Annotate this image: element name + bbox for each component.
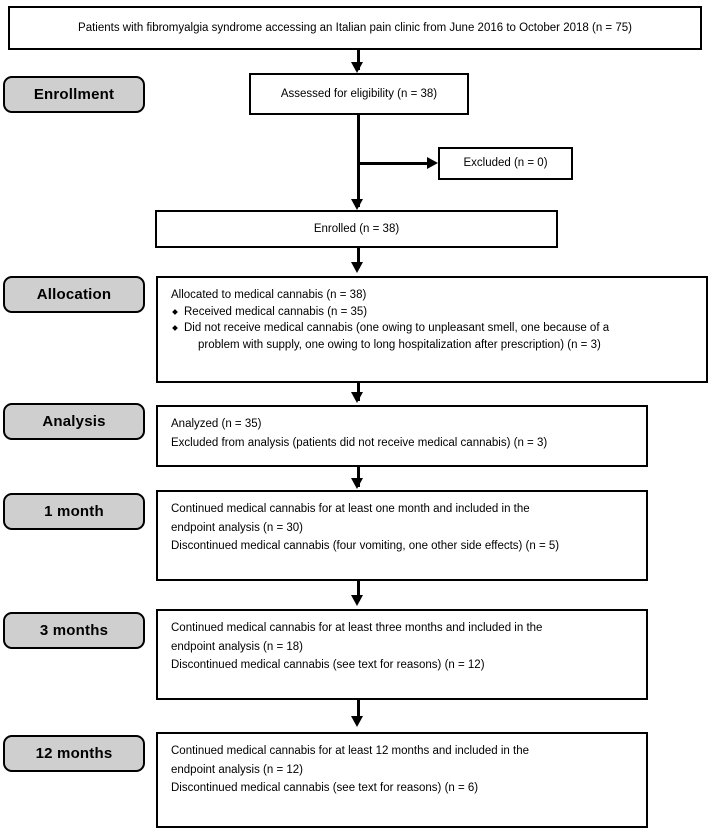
arrowhead-source-to-assessed: [351, 62, 363, 73]
node-twelve-months: Continued medical cannabis for at least …: [156, 732, 648, 828]
connector-trunk-to-excluded: [357, 162, 429, 165]
node-twelve-months-line1-continuation: endpoint analysis (n = 12): [171, 763, 304, 776]
arrowhead-enrolled-to-allocation: [351, 262, 363, 273]
arrowhead-analysis-to-one-month: [351, 478, 363, 489]
node-allocation: Allocated to medical cannabis (n = 38) R…: [156, 276, 708, 383]
node-source-population: Patients with fibromyalgia syndrome acce…: [8, 6, 702, 50]
stage-label-one-month: 1 month: [3, 493, 145, 530]
stage-label-enrollment: Enrollment: [3, 76, 145, 113]
node-allocation-line1: Allocated to medical cannabis (n = 38): [171, 289, 367, 301]
stage-label-allocation: Allocation: [3, 276, 145, 313]
connector-enrolled-to-allocation: [357, 248, 360, 268]
connector-one-month-to-three-months: [357, 581, 360, 601]
diamond-bullet-icon: [172, 325, 178, 332]
connector-assessed-to-enrolled: [357, 115, 360, 207]
stage-label-twelve-months-text: 12 months: [35, 745, 113, 762]
arrowhead-three-months-to-twelve-months: [351, 716, 363, 727]
stage-label-allocation-text: Allocation: [36, 286, 112, 303]
connector-three-months-to-twelve-months: [357, 700, 360, 720]
node-analysis-line2: Excluded from analysis (patients did not…: [171, 436, 548, 449]
node-enrolled-text: Enrolled (n = 38): [313, 222, 400, 235]
node-one-month-line1-continuation: endpoint analysis (n = 30): [171, 521, 304, 534]
stage-label-twelve-months: 12 months: [3, 735, 145, 772]
stage-label-analysis-text: Analysis: [42, 413, 106, 430]
node-three-months-line1-continuation: endpoint analysis (n = 18): [171, 640, 304, 653]
diamond-bullet-icon: [172, 308, 178, 315]
node-allocation-bullet2: Did not receive medical cannabis (one ow…: [171, 320, 695, 337]
node-one-month-line2: Discontinued medical cannabis (four vomi…: [171, 540, 560, 553]
node-three-months: Continued medical cannabis for at least …: [156, 609, 648, 700]
connector-source-to-assessed: [357, 50, 360, 70]
node-source-population-text: Patients with fibromyalgia syndrome acce…: [78, 21, 632, 34]
node-allocation-bullet2-continuation: problem with supply, one owing to long h…: [198, 339, 601, 352]
node-allocation-bullet1-text: Received medical cannabis (n = 35): [184, 305, 368, 318]
node-twelve-months-line2: Discontinued medical cannabis (see text …: [171, 782, 479, 795]
node-excluded-text: Excluded (n = 0): [463, 157, 548, 170]
node-allocation-bullet1: Received medical cannabis (n = 35): [171, 304, 695, 321]
node-three-months-line1: Continued medical cannabis for at least …: [171, 622, 543, 634]
node-allocation-bullet2-text: Did not receive medical cannabis (one ow…: [184, 322, 610, 335]
node-one-month-line1: Continued medical cannabis for at least …: [171, 503, 530, 515]
stage-label-analysis: Analysis: [3, 403, 145, 440]
node-twelve-months-line1: Continued medical cannabis for at least …: [171, 745, 530, 757]
arrowhead-one-month-to-three-months: [351, 595, 363, 606]
node-analysis-line1: Analyzed (n = 35): [171, 418, 262, 430]
arrowhead-allocation-to-analysis: [351, 392, 363, 403]
node-analysis: Analyzed (n = 35) Excluded from analysis…: [156, 405, 648, 467]
node-enrolled: Enrolled (n = 38): [155, 210, 558, 248]
stage-label-three-months: 3 months: [3, 612, 145, 649]
node-assessed-for-eligibility: Assessed for eligibility (n = 38): [249, 73, 469, 115]
arrowhead-assessed-to-enrolled: [351, 199, 363, 210]
stage-label-enrollment-text: Enrollment: [33, 86, 115, 103]
node-assessed-for-eligibility-text: Assessed for eligibility (n = 38): [280, 87, 438, 100]
stage-label-three-months-text: 3 months: [39, 622, 109, 639]
connector-analysis-to-one-month: [357, 467, 360, 487]
stage-label-one-month-text: 1 month: [44, 503, 104, 520]
node-excluded: Excluded (n = 0): [438, 147, 573, 180]
node-one-month: Continued medical cannabis for at least …: [156, 490, 648, 581]
arrowhead-trunk-to-excluded: [427, 157, 438, 169]
node-three-months-line2: Discontinued medical cannabis (see text …: [171, 659, 485, 672]
